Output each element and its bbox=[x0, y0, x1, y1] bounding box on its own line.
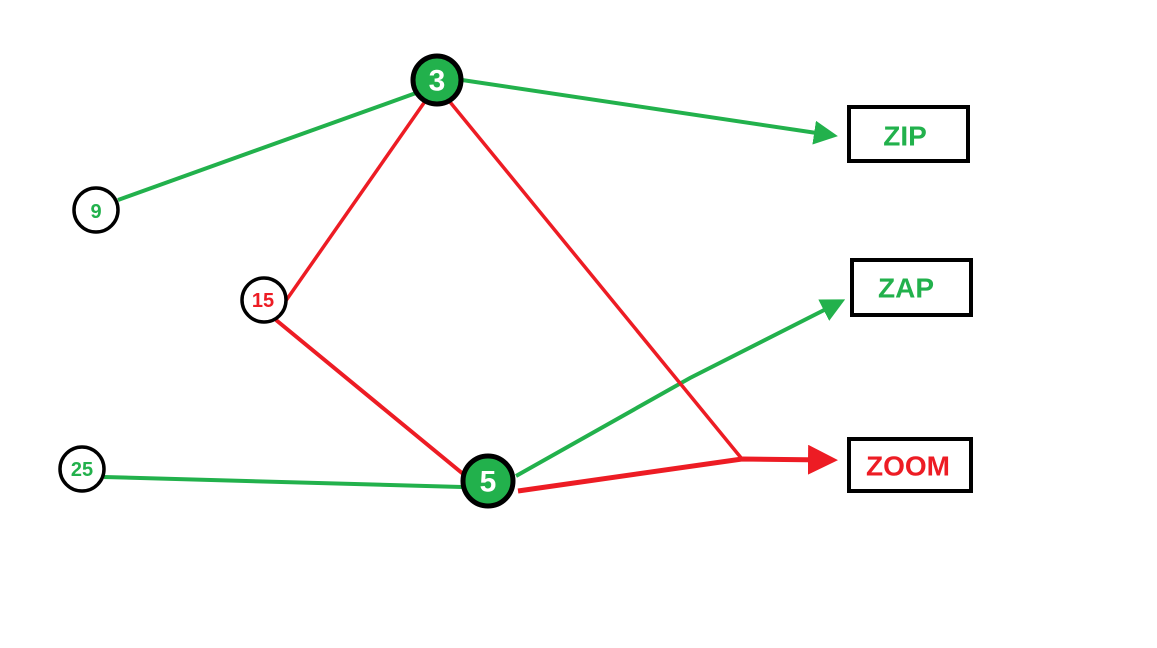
output-zap-label: ZAP bbox=[878, 273, 934, 304]
node-3-label: 3 bbox=[429, 65, 446, 98]
output-zap: ZAP bbox=[850, 258, 973, 317]
node-3: 3 bbox=[410, 53, 464, 107]
node-25: 25 bbox=[58, 445, 106, 493]
edge-3-to-zip bbox=[461, 78, 838, 145]
edge-3-to-zoom bbox=[448, 100, 744, 461]
edge-9-to-3 bbox=[117, 91, 417, 202]
node-15-label: 15 bbox=[252, 290, 274, 312]
output-zoom-label: ZOOM bbox=[866, 451, 950, 482]
output-zoom: ZOOM bbox=[847, 437, 973, 493]
node-9: 9 bbox=[72, 186, 120, 234]
node-5-label: 5 bbox=[480, 466, 497, 499]
output-zip-label: ZIP bbox=[883, 121, 927, 152]
edge-5-to-zoom bbox=[517, 444, 838, 494]
edge-25-to-5 bbox=[103, 475, 463, 489]
node-5: 5 bbox=[460, 453, 516, 509]
output-zip: ZIP bbox=[847, 105, 970, 163]
node-25-label: 25 bbox=[71, 459, 93, 481]
edge-15-to-5 bbox=[274, 318, 470, 480]
node-9-label: 9 bbox=[90, 201, 101, 223]
node-15: 15 bbox=[240, 276, 288, 324]
edge-5-to-zap bbox=[515, 299, 846, 478]
edge-15-to-3 bbox=[283, 98, 428, 304]
